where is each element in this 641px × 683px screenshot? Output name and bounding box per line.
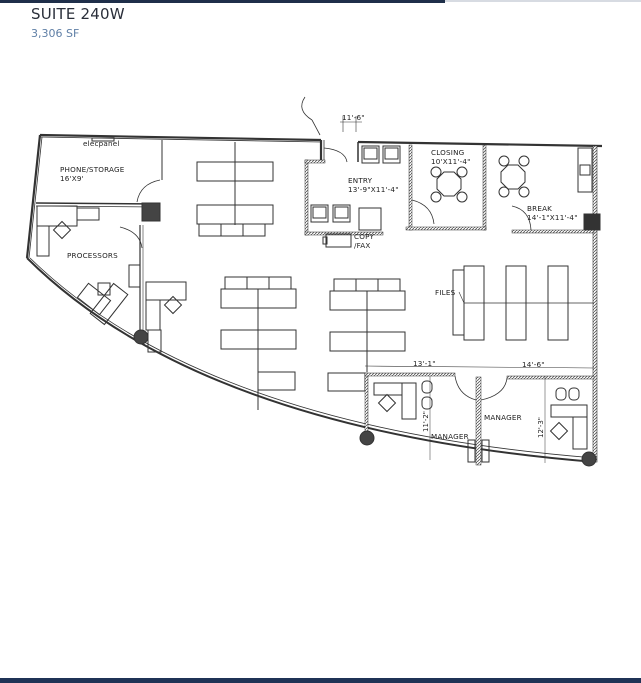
exterior-walls <box>25 133 603 463</box>
label-manager1-width: 13'-1" <box>413 359 436 368</box>
label-manager2-width: 14'-6" <box>522 360 545 369</box>
suite-area: 3,306 SF <box>31 27 80 40</box>
suite-title: SUITE 240W <box>31 5 125 23</box>
label-entry: ENTRY <box>348 176 373 185</box>
files-area <box>452 265 594 341</box>
room-labels: elecpanel PHONE/STORAGE 16'X9' PROCESSOR… <box>60 113 578 441</box>
label-manager2-depth: 12'-3" <box>537 417 545 438</box>
label-phone-storage: PHONE/STORAGE <box>60 165 125 174</box>
label-elec-panel: elecpanel <box>83 139 120 148</box>
top-accent-bar-light <box>445 0 641 2</box>
label-closing: CLOSING <box>431 148 464 157</box>
break-room <box>498 147 601 234</box>
workstations-north <box>196 142 274 237</box>
closing-room <box>405 144 487 231</box>
label-door-dim: 11'-6" <box>342 113 365 122</box>
label-files: FILES <box>435 288 456 297</box>
entry-room <box>304 145 401 248</box>
label-phone-storage-dim: 16'X9' <box>60 174 84 183</box>
label-copy: COPY <box>354 232 374 241</box>
manager-offices <box>359 365 597 467</box>
label-processors: PROCESSORS <box>67 251 118 260</box>
label-break: BREAK <box>527 204 552 213</box>
workstations-center-right <box>327 278 406 392</box>
processors-area <box>36 205 187 353</box>
label-break-dim: 14'-1"X11'-4" <box>527 213 578 222</box>
top-accent-bar <box>0 0 445 3</box>
entrance <box>301 96 362 163</box>
label-fax: /FAX <box>354 241 371 250</box>
label-manager2: MANAGER <box>484 413 522 422</box>
label-entry-dim: 13'-9"X11'-4" <box>348 185 399 194</box>
label-closing-dim: 10'X11'-4" <box>431 157 471 166</box>
label-manager1-depth: 11'-2" <box>422 411 430 432</box>
label-manager1: MANAGER <box>431 432 469 441</box>
workstations-center-left <box>220 276 297 410</box>
bottom-accent-bar <box>0 678 641 683</box>
